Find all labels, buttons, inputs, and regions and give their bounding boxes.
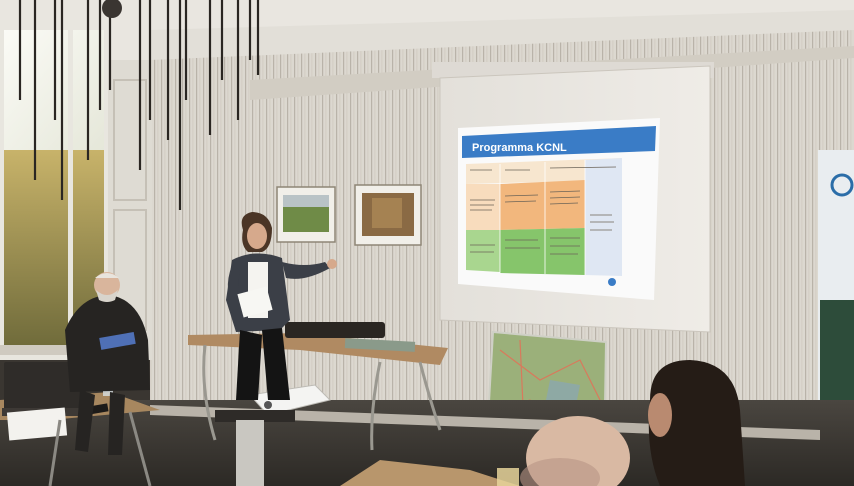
audience-face-curly	[648, 393, 672, 437]
seated-man	[65, 272, 150, 455]
laptop	[4, 362, 86, 412]
slide-cell-green-left	[466, 230, 500, 272]
banner-logo-icon	[830, 173, 854, 197]
painting-left-sky	[283, 195, 329, 207]
slide-logo-icon	[608, 278, 616, 286]
audience-head-bald-shadow	[520, 458, 600, 486]
slide-cell-blue	[585, 158, 622, 276]
slide-header-row	[466, 158, 622, 184]
projector-stand	[215, 410, 295, 422]
audience-head-curly	[648, 360, 745, 486]
table-papers	[344, 338, 416, 352]
painting-right-accent	[372, 198, 402, 228]
cable-hub	[102, 0, 122, 18]
projector-stand-leg	[236, 420, 264, 486]
foreground-table	[340, 460, 520, 486]
window-sill	[0, 345, 118, 355]
slide-cell-orange-left	[466, 184, 500, 230]
slide-grid-lines	[499, 160, 586, 275]
slide-cell-orange	[500, 180, 585, 230]
window-mullion	[68, 30, 73, 350]
table-laptop-bag	[285, 322, 385, 338]
presenter-woman	[226, 212, 337, 400]
slide-text-lines	[470, 166, 617, 255]
foreground-glass	[497, 468, 519, 486]
slide-title: Programma KCNL	[472, 142, 567, 154]
notepad	[6, 407, 68, 441]
slide-header-bar	[462, 126, 656, 158]
projected-slide: Programma KCNL	[458, 118, 660, 300]
door-inset	[113, 79, 147, 201]
table-legs	[202, 344, 442, 451]
slide-cell-green	[500, 228, 585, 275]
side-table-legs	[48, 411, 152, 486]
projector-lens	[264, 401, 272, 409]
hanging-cables	[18, 0, 260, 210]
